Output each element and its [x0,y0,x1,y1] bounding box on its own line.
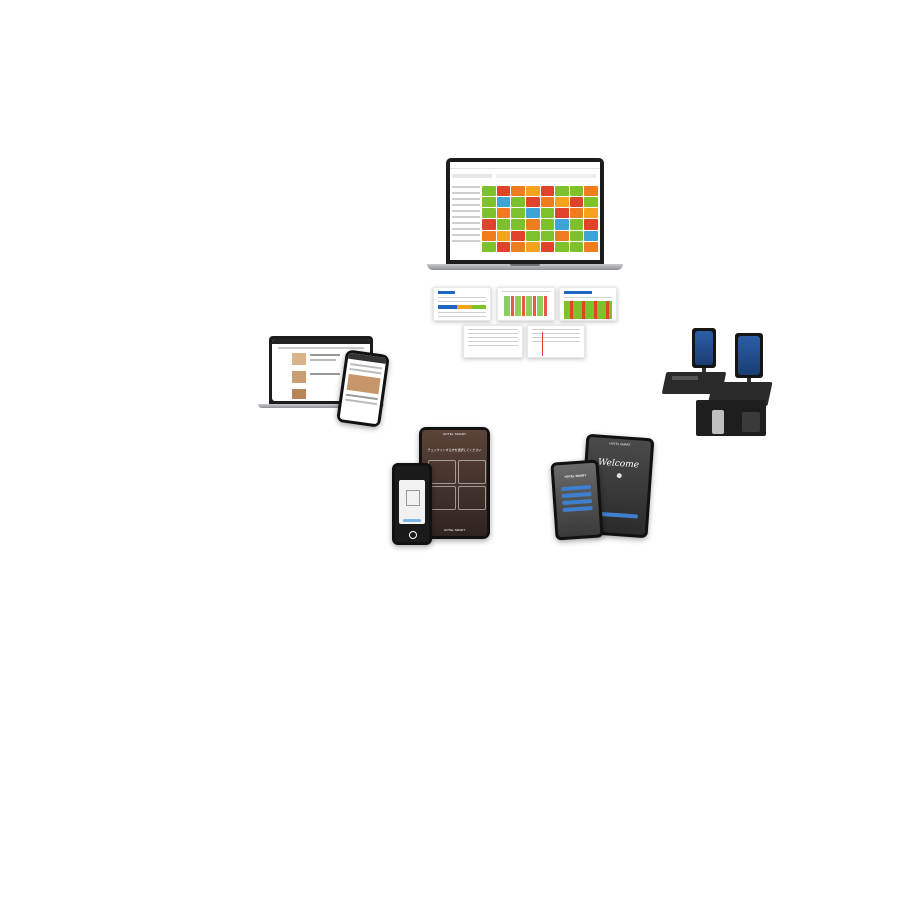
pms-booking-cell [525,241,540,252]
pms-booking-cell [584,186,598,197]
pms-booking-cell [569,230,584,241]
report-thumbnail-4 [463,325,523,358]
pms-booking-cell [540,241,555,252]
pms-booking-cell [569,197,584,208]
pms-booking-cell [525,197,540,208]
pms-booking-cell [482,208,496,219]
pms-booking-cell [584,219,598,230]
small-tablet-option-1[interactable] [561,484,592,492]
small-tablet-option-2[interactable] [561,491,592,499]
pms-booking-cell [540,230,555,241]
booking-phone [336,349,390,428]
pms-booking-cell [569,186,584,197]
checkin-phone [392,463,432,545]
pms-laptop-notch [510,264,540,266]
pms-booking-cell [482,230,496,241]
checkin-option-2[interactable] [458,460,486,484]
pms-booking-cell [569,219,584,230]
checkin-option-3[interactable] [428,486,456,510]
kiosk-screen-right [735,333,763,378]
welcome-indicator [616,472,622,479]
checkin-tablet-footer: HOTEL SMART [443,528,466,532]
pms-filter-bar [496,174,596,178]
small-tablet-option-3[interactable] [562,498,593,506]
report-thumbnail-2 [497,287,555,321]
pms-booking-cell [511,219,525,230]
pms-booking-cell [555,241,569,252]
pms-booking-cell [496,197,511,208]
pms-room-list [452,186,480,256]
pms-laptop-screen [446,158,604,264]
pms-booking-cell [584,230,598,241]
pms-booking-cell [555,219,569,230]
small-tablet-brand: HOTEL SMART [564,473,587,479]
pms-booking-cell [496,186,511,197]
pms-booking-cell [511,230,525,241]
pms-booking-cell [482,186,496,197]
pms-booking-cell [496,208,511,219]
camera-shutter-icon[interactable] [409,531,417,539]
pms-calendar-grid [482,186,598,252]
pms-booking-cell [555,208,569,219]
pms-booking-cell [482,197,496,208]
pms-booking-cell [482,241,496,252]
pms-booking-cell [569,208,584,219]
pms-booking-cell [584,241,598,252]
pms-booking-cell [525,219,540,230]
pms-booking-cell [525,208,540,219]
pms-booking-cell [496,219,511,230]
kiosk-printer [742,412,760,432]
pms-booking-cell [555,197,569,208]
checkin-tablet-headline: チェックインする方を選択してください [427,448,482,452]
pms-booking-cell [511,186,525,197]
pms-search-box [452,174,492,178]
pms-laptop-base [427,264,623,270]
checkin-phone-button[interactable] [403,519,421,522]
kiosk-screen-left [692,328,716,368]
pms-header-bar [450,162,600,169]
pms-booking-cell [525,230,540,241]
pms-booking-cell [482,219,496,230]
checkin-option-1[interactable] [428,460,456,484]
pms-booking-cell [496,241,511,252]
pms-booking-cell [511,208,525,219]
kiosk-card-slot [672,376,698,380]
small-tablet: HOTEL SMART [550,459,604,541]
report-thumbnail-5 [527,325,585,358]
report-thumbnail-3 [559,287,617,321]
pms-booking-cell [584,197,598,208]
kiosk-card-dispenser [712,410,724,434]
pms-booking-cell [540,219,555,230]
pms-booking-cell [569,241,584,252]
pms-booking-cell [555,186,569,197]
checkin-option-4[interactable] [458,486,486,510]
pms-booking-cell [525,186,540,197]
pms-booking-cell [511,241,525,252]
pms-booking-cell [584,208,598,219]
small-tablet-option-4[interactable] [562,505,593,513]
welcome-tablet-brand: HOTEL SMART [609,441,631,447]
pms-booking-cell [511,197,525,208]
checkin-tablet-header: HOTEL SMART [442,432,467,436]
report-thumbnail-1 [433,287,491,321]
pms-booking-cell [540,186,555,197]
pms-booking-cell [496,230,511,241]
pms-booking-cell [540,197,555,208]
pms-booking-cell [555,230,569,241]
booking-laptop-base [258,404,384,408]
pms-booking-cell [540,208,555,219]
